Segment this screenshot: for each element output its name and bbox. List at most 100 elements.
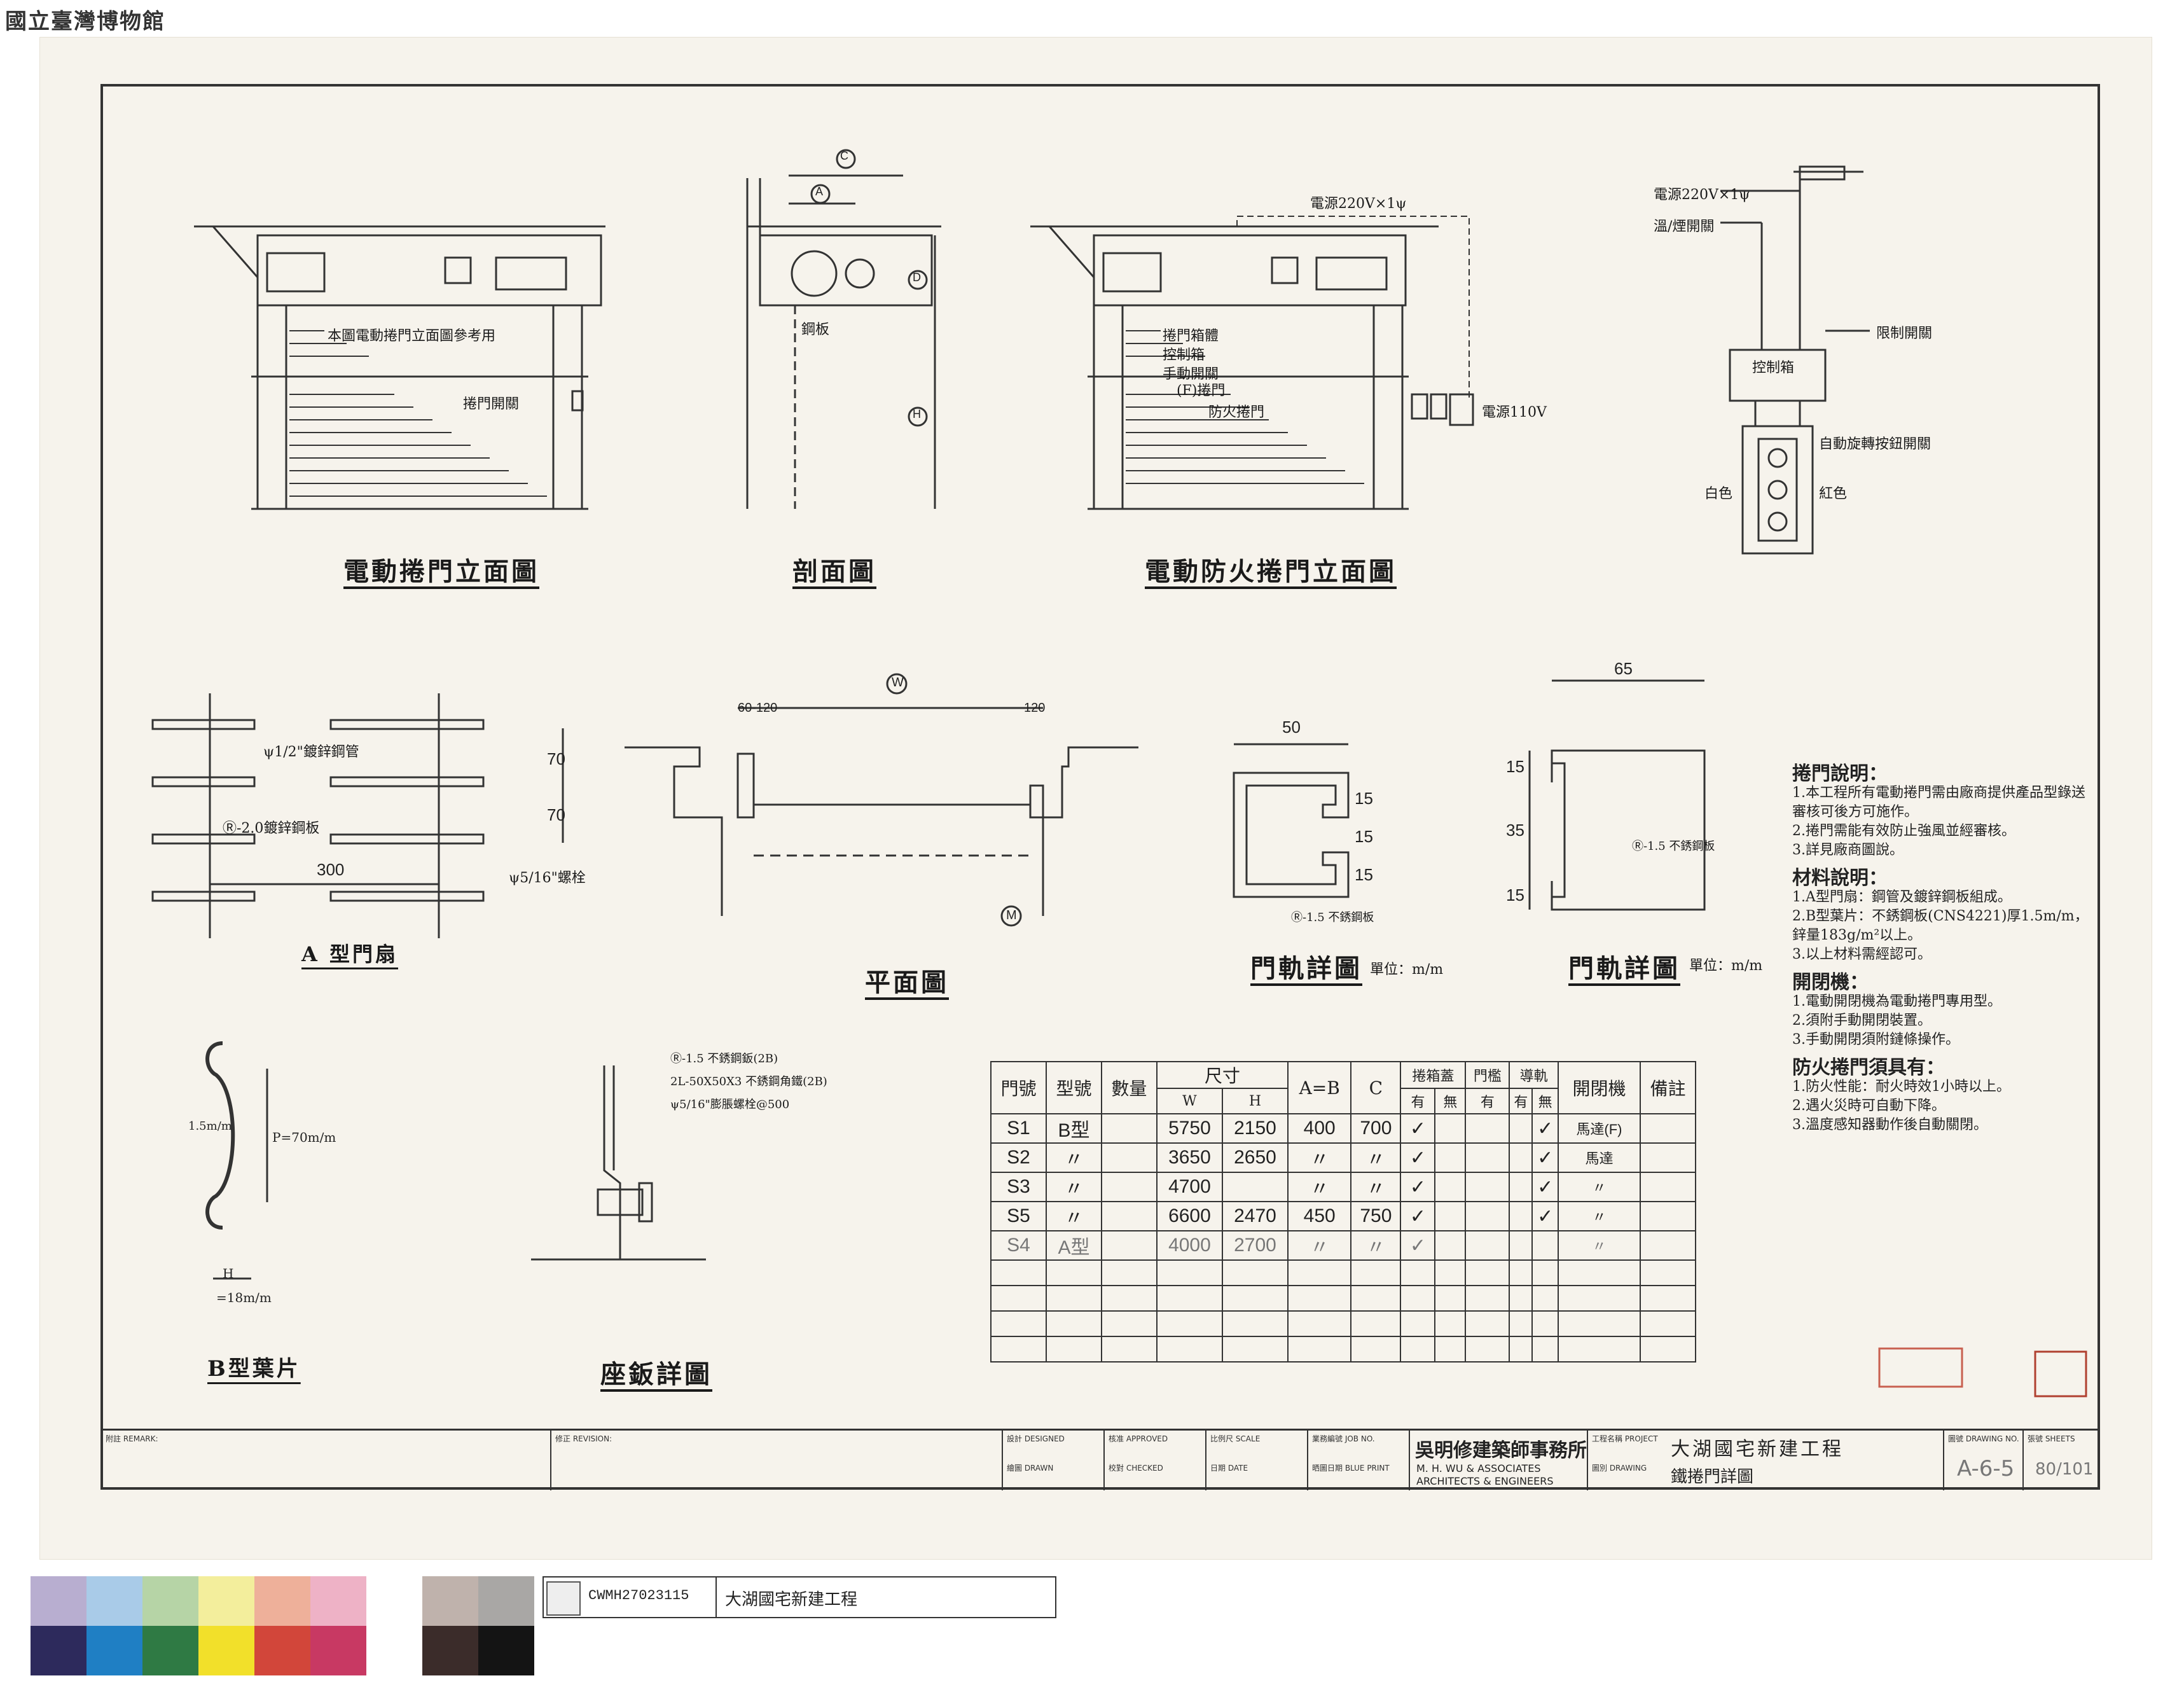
cell-empty xyxy=(1509,1172,1533,1202)
notes-item: 1.本工程所有電動捲門需由廠商提供產品型錄送審核可後方可施作。 xyxy=(1792,785,2085,820)
rail-1-dim-width: 50 xyxy=(1282,718,1301,737)
cell-empty xyxy=(1434,1142,1467,1173)
sheets-label: 張號 SHEETS xyxy=(2028,1434,2075,1443)
cell-box: ✓ xyxy=(1400,1113,1436,1144)
rail-1-title: 門軌詳圖 xyxy=(1250,953,1362,983)
sheets-cell: 張號 SHEETS 80/101 xyxy=(2022,1431,2099,1490)
wiring-limit-switch: 限制開關 xyxy=(1876,326,1933,342)
elevation-2-label-4: (F)捲門 xyxy=(1177,383,1226,399)
cell-machine: 馬達 xyxy=(1558,1142,1641,1173)
wiring-control-box: 控制箱 xyxy=(1752,360,1795,376)
cell-machine: 〃 xyxy=(1558,1230,1641,1261)
cell-qty xyxy=(1100,1142,1158,1173)
cell-empty xyxy=(1509,1201,1533,1231)
cell-box: ✓ xyxy=(1400,1230,1436,1261)
cell-empty xyxy=(1509,1113,1533,1144)
notes-item: 2.捲門需能有效防止強風並經審核。 xyxy=(1792,823,2015,839)
rail-2-dim-c: 15 xyxy=(1506,885,1524,905)
elevation-2 xyxy=(1030,216,1474,510)
notes-heading-3: 開閉機： xyxy=(1792,971,1869,994)
table-row-empty xyxy=(990,1336,1697,1363)
rail-1-unit: 單位：m/m xyxy=(1370,962,1444,978)
col-size: 尺寸 xyxy=(1156,1061,1289,1089)
elevation-2-label-5: 防火捲門 xyxy=(1208,405,1265,420)
cell-no: S1 xyxy=(990,1113,1047,1144)
cell-empty xyxy=(1465,1113,1510,1144)
elevation-1-note: 本圖電動捲門立面圖參考用 xyxy=(328,328,496,344)
col-c: C xyxy=(1350,1061,1402,1114)
slat-b-dim-pitch: P=70m/m xyxy=(272,1130,336,1145)
firm-cell: 吳明修建築師事務所 M. H. WU & ASSOCIATES ARCHITEC… xyxy=(1409,1431,1587,1490)
power-110v: 電源110V xyxy=(1482,405,1547,420)
notes-item: 2.B型葉片：不銹鋼板(CNS4221)厚1.5m/m，鋅量183g/m²以上。 xyxy=(1792,908,2089,943)
panel-label-red: 紅色 xyxy=(1819,486,1848,502)
cell-no: S2 xyxy=(990,1142,1047,1173)
door-a-title: A 型門扇 xyxy=(301,942,398,966)
cell-c: 750 xyxy=(1350,1201,1402,1231)
swatch xyxy=(366,1626,422,1675)
cell-box: ✓ xyxy=(1400,1201,1436,1231)
swatch xyxy=(142,1576,198,1626)
cell-rail: ✓ xyxy=(1531,1113,1559,1144)
base-label-1: Ⓡ-1.5 不銹鋼鈑(2B) xyxy=(670,1052,778,1065)
table-row-empty xyxy=(990,1259,1697,1286)
rail-2-unit: 單位：m/m xyxy=(1689,958,1763,974)
cell-empty xyxy=(1465,1230,1510,1261)
cell-h: 2700 xyxy=(1221,1230,1289,1261)
elevation-2-title: 電動防火捲門立面圖 xyxy=(1145,557,1397,586)
swatch xyxy=(310,1576,366,1626)
cell-no: S4 xyxy=(990,1230,1047,1261)
designed-label: 設計 DESIGNED xyxy=(1007,1434,1065,1443)
elevation-1 xyxy=(194,225,605,510)
plan-dim-m: M xyxy=(1006,908,1017,922)
elevation-1-switch-note: 捲門開關 xyxy=(463,396,520,412)
sub-rail-no: 無 xyxy=(1531,1088,1559,1114)
elevation-2-label-2: 控制箱 xyxy=(1163,347,1205,363)
cell-type: A型 xyxy=(1045,1230,1102,1261)
slat-b-title: B型葉片 xyxy=(207,1356,301,1382)
cell-empty xyxy=(1509,1142,1533,1173)
cell-qty xyxy=(1100,1201,1158,1231)
table-row-empty xyxy=(990,1310,1697,1337)
table-row: S3〃 4700〃〃 ✓✓ 〃 xyxy=(990,1172,1697,1202)
table-row-empty xyxy=(990,1285,1697,1312)
notes-item: 3.溫度感知器動作後自動關閉。 xyxy=(1792,1117,1987,1133)
swatch xyxy=(198,1626,254,1675)
rail-2-dim-b: 35 xyxy=(1506,821,1524,840)
drawn-label: 繪圖 DRAWN xyxy=(1007,1464,1054,1473)
wiring-diagram xyxy=(1720,165,1870,555)
cell-w: 5750 xyxy=(1156,1113,1223,1144)
section-title: 剖面圖 xyxy=(792,557,876,586)
drawing-no: A-6-5 xyxy=(1957,1456,2015,1481)
door-a-dim-1: 70 xyxy=(547,749,565,768)
wiring-heat-switch: 溫/煙開關 xyxy=(1654,219,1715,235)
wiring-power: 電源220V×1ψ xyxy=(1654,187,1750,203)
elevation-2-label-3: 手動開關 xyxy=(1163,366,1219,382)
notes-heading-4: 防火捲門須具有： xyxy=(1792,1057,1945,1079)
col-door-no: 門號 xyxy=(990,1061,1047,1114)
panel-label-auto: 自動旋轉按鈕開關 xyxy=(1819,436,1932,452)
sheets-no: 80/101 xyxy=(2035,1460,2094,1479)
slat-b-dim-thickness: 1.5m/m xyxy=(188,1120,232,1133)
col-remark: 備註 xyxy=(1639,1061,1697,1114)
section-label-d: D xyxy=(913,271,921,284)
cell-box: ✓ xyxy=(1400,1172,1436,1202)
cell-type: B型 xyxy=(1045,1113,1102,1144)
drawing-no-cell: 圖號 DRAWING NO. A-6-5 xyxy=(1943,1431,2022,1490)
cell-remark xyxy=(1639,1142,1697,1173)
plan-dim-w: W xyxy=(892,676,904,690)
cell-no: S5 xyxy=(990,1201,1047,1231)
cell-h: 2650 xyxy=(1221,1142,1289,1173)
col-ab: A=B xyxy=(1287,1061,1352,1114)
section-note: 鋼板 xyxy=(801,322,830,338)
base-label-3: ψ5/16"膨脹螺栓@500 xyxy=(670,1098,790,1111)
notes-item: 1.A型門扇：鋼管及鍍鋅鋼板組成。 xyxy=(1792,889,2012,905)
section-label-a: A xyxy=(815,185,824,198)
rail-1-dim-b: 15 xyxy=(1355,827,1373,846)
swatch xyxy=(31,1576,86,1626)
cell-rail: ✓ xyxy=(1531,1172,1559,1202)
date-label: 日期 DATE xyxy=(1210,1464,1248,1473)
door-a-dim-2: 70 xyxy=(547,805,565,824)
